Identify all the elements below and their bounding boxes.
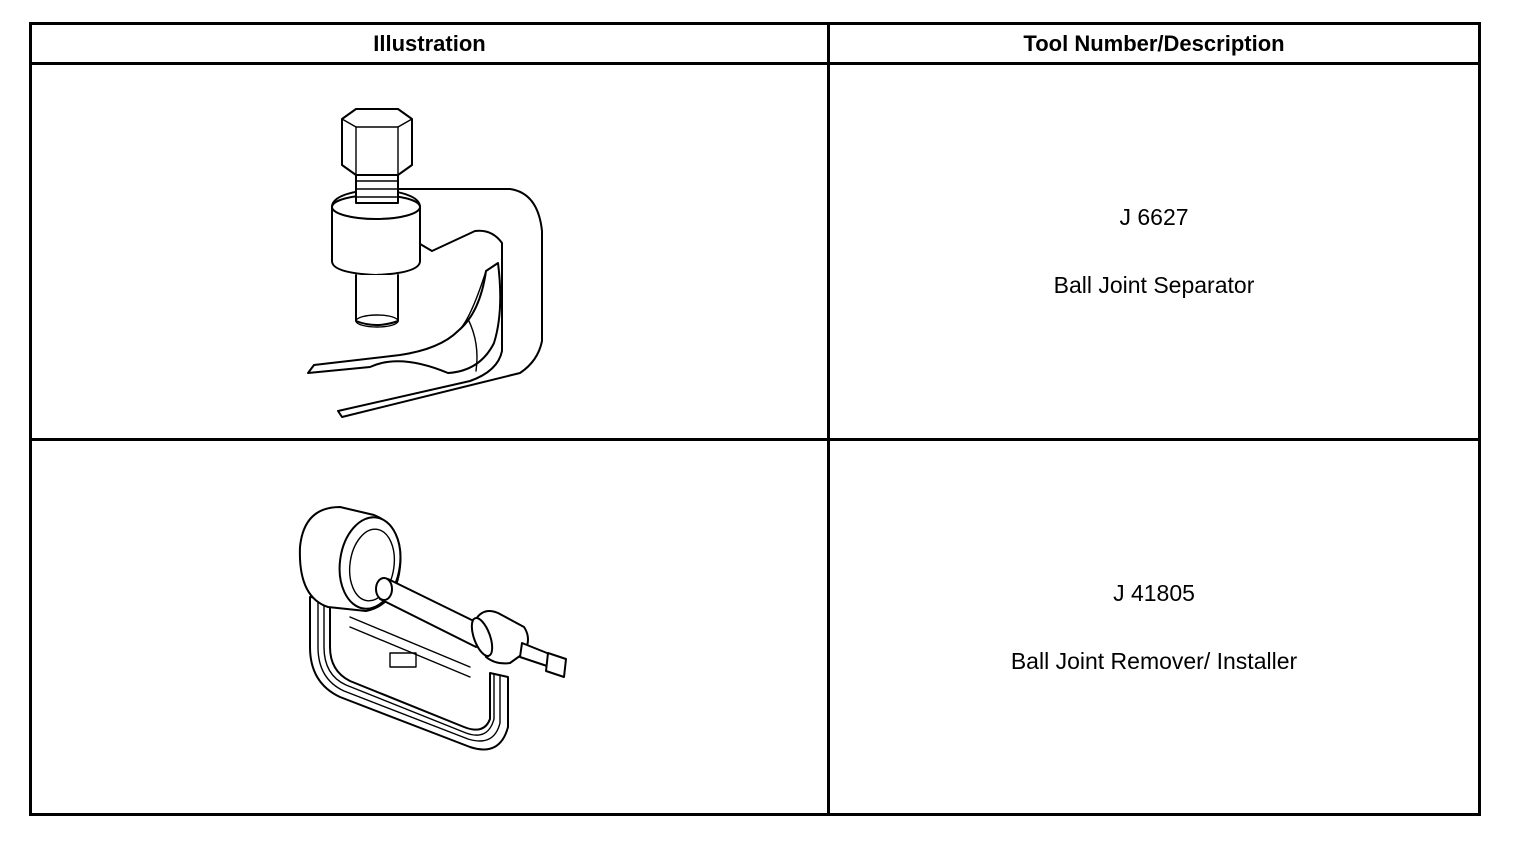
tool-description: Ball Joint Remover/ Installer — [1010, 647, 1298, 674]
tool-description-cell: J 6627 Ball Joint Separator — [827, 62, 1481, 441]
header-illustration: Illustration — [29, 22, 830, 65]
table-row: J 6627 Ball Joint Separator — [29, 62, 1481, 441]
header-row: Illustration Tool Number/Description — [29, 22, 1481, 65]
table-row: J 41805 Ball Joint Remover/ Installer — [29, 437, 1481, 816]
tool-number: J 6627 — [1119, 204, 1189, 231]
ball-joint-separator-illustration — [306, 108, 543, 419]
ball-joint-remover-installer-illustration — [298, 505, 567, 751]
tool-description: Ball Joint Separator — [1053, 272, 1255, 299]
illustration-cell — [29, 62, 830, 441]
header-tool-description: Tool Number/Description — [827, 22, 1481, 65]
tool-table: Illustration Tool Number/Description — [29, 22, 1481, 816]
tool-number: J 41805 — [1113, 579, 1195, 606]
illustration-cell — [29, 437, 830, 816]
tool-description-cell: J 41805 Ball Joint Remover/ Installer — [827, 437, 1481, 816]
